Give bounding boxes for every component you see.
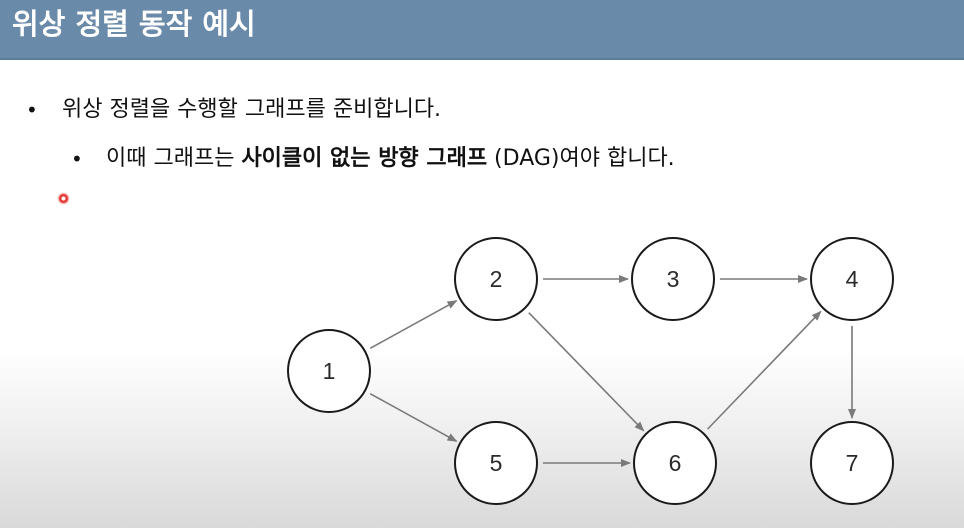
- bullet-marker-2: •: [71, 147, 83, 171]
- bullet-text-2: 이때 그래프는 사이클이 없는 방향 그래프 (DAG)여야 합니다.: [106, 144, 675, 174]
- graph-node-label: 1: [323, 358, 336, 384]
- bullet-2-text-before: 이때 그래프는: [106, 146, 242, 171]
- edge-1-to-2: [369, 300, 458, 350]
- graph-node-circle: [287, 329, 371, 413]
- graph-node-7: 7: [810, 421, 894, 505]
- bullet-2-text-after: (DAG)여야 합니다.: [487, 146, 675, 171]
- laser-pointer-dot-icon: [57, 192, 70, 205]
- graph-nodes: 1 2 3 4 5 6 7: [287, 237, 894, 505]
- graph-node-circle: [454, 421, 538, 505]
- graph-node-label: 6: [669, 450, 682, 476]
- edge-1-to-5: [369, 392, 458, 442]
- graph-node-label: 4: [846, 266, 859, 292]
- graph-node-5: 5: [454, 421, 538, 505]
- graph-node-label: 3: [667, 266, 680, 292]
- graph-node-label: 5: [490, 450, 503, 476]
- slide-title-bar: 위상 정렬 동작 예시: [0, 0, 964, 60]
- slide-title: 위상 정렬 동작 예시: [12, 7, 256, 41]
- graph-edges: [369, 275, 856, 467]
- bullet-text-1: 위상 정렬을 수행할 그래프를 준비합니다.: [62, 97, 442, 122]
- bullet-2-text-bold: 사이클이 없는 방향 그래프: [241, 146, 488, 171]
- graph-node-4: 4: [810, 237, 894, 321]
- graph-node-circle: [633, 421, 717, 505]
- graph-node-circle: [810, 421, 894, 505]
- graph-node-6: 6: [633, 421, 717, 505]
- graph-node-circle: [454, 237, 538, 321]
- graph-node-3: 3: [631, 237, 715, 321]
- graph-node-circle: [810, 237, 894, 321]
- graph-node-2: 2: [454, 237, 538, 321]
- edge-2-to-6: [528, 312, 645, 432]
- graph-node-1: 1: [287, 329, 371, 413]
- graph-node-circle: [631, 237, 715, 321]
- bullet-marker-1: •: [26, 98, 38, 122]
- graph-node-label: 7: [846, 450, 859, 476]
- graph-node-label: 2: [490, 266, 503, 292]
- edge-6-to-4: [707, 310, 822, 430]
